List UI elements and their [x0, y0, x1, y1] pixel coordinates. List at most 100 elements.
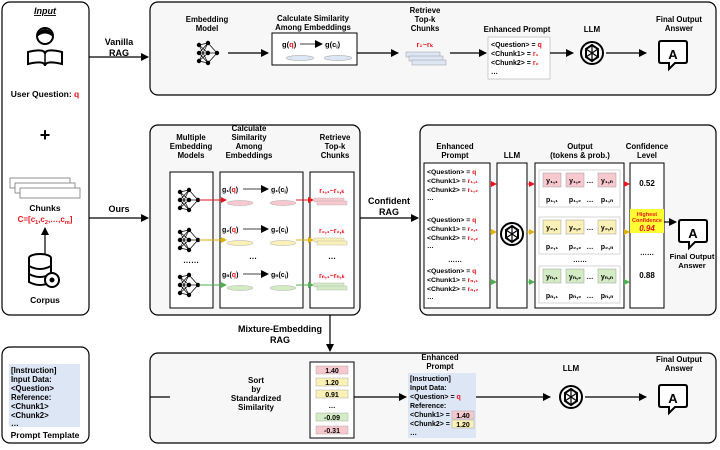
- answer-letter: A: [668, 391, 678, 406]
- vanilla-prompt-lines: <Question> = q <Chunk1> = r₁ <Chunk2> = …: [491, 42, 542, 76]
- answer-letter: A: [688, 226, 698, 241]
- prompt-line: <Chunk1> = r₁: [491, 51, 539, 58]
- svg-text:p₂,₂: p₂,₂: [569, 244, 581, 251]
- chunks-stack-icon: [9, 177, 81, 199]
- svg-text:…: …: [587, 178, 594, 185]
- mix-prompt-lines: [Instruction] Input Data: <Question> = q…: [410, 376, 475, 437]
- conf-llm-label: LLM: [504, 151, 521, 160]
- retrieve-dots: …: [328, 252, 336, 261]
- confidence-dots: ……: [640, 250, 654, 257]
- svg-text:…: …: [587, 197, 594, 204]
- svg-text:<Chunk1> = rₙ,₁: <Chunk1> = rₙ,₁: [427, 277, 478, 284]
- prompt-template-caption: Prompt Template: [11, 430, 80, 440]
- sorted-values: 1.40 1.20 0.91 … -0.09 -0.31: [315, 365, 349, 435]
- template-line: [Instruction]: [11, 366, 57, 375]
- enhanced-prompt-label: Enhanced Prompt: [484, 25, 551, 34]
- llm-label: LLM: [584, 25, 601, 34]
- svg-text:yₙ,₂: yₙ,₂: [569, 274, 581, 281]
- g-row-label: g₁(q): [222, 187, 238, 194]
- retrieved-range: r₁~rₖ: [417, 40, 434, 49]
- g-row-label: g₂(q): [222, 227, 238, 234]
- gc-text: g(ci): [325, 40, 341, 51]
- sorted-values-column: [309, 361, 355, 439]
- svg-text:Reference:: Reference:: [410, 403, 446, 410]
- r-row-label: rₙ,₁~rₙ,ₖ: [319, 273, 346, 280]
- svg-text:p₂,₁: p₂,₁: [546, 244, 558, 251]
- vanilla-rag-panel: [149, 1, 717, 96]
- svg-text:…: …: [587, 225, 594, 232]
- svg-text:<Question> = q: <Question> = q: [427, 217, 476, 224]
- svg-text:…: …: [427, 243, 434, 250]
- svg-text:…: …: [427, 195, 434, 202]
- svg-text:<Chunk1> =: <Chunk1> =: [410, 412, 450, 419]
- r-row-label: r₁,₁~r₁,ₖ: [319, 188, 345, 195]
- r-row-label: r₂,₁~r₂,ₖ: [319, 228, 346, 235]
- confidence-value-best: 0.94: [639, 224, 655, 233]
- svg-text:yₙ,₁: yₙ,₁: [546, 274, 558, 281]
- svg-text:pₙ,₂: pₙ,₂: [569, 293, 582, 300]
- template-line: <Chunk1>: [11, 402, 49, 411]
- svg-text:<Chunk2> = r₁,₂: <Chunk2> = r₁,₂: [427, 187, 478, 194]
- svg-text:<Question> = q: <Question> = q: [427, 169, 476, 176]
- svg-text:y₂,₂: y₂,₂: [569, 225, 581, 232]
- svg-text:<Chunk1> = r₁,₁: <Chunk1> = r₁,₁: [427, 178, 478, 185]
- database-icon: [28, 253, 60, 288]
- svg-text:y₁,₂: y₁,₂: [569, 178, 581, 185]
- prompt-line: <Question> = q: [491, 42, 542, 49]
- svg-text:Input Data:: Input Data:: [410, 385, 447, 392]
- conf-prompt-column: [423, 162, 491, 309]
- template-line: <Question>: [11, 384, 54, 393]
- confidence-value: 0.52: [639, 179, 655, 188]
- token-row: y₁,₁ y₁,₂ … y₁,ₙ p₁,₁ p₁,₂ … p₁,ₙ: [538, 169, 621, 208]
- svg-text:…: …: [587, 274, 594, 281]
- ours-label: Ours: [108, 204, 129, 214]
- plus-sign: +: [40, 125, 51, 145]
- gc-row-label: g₂(ci): [271, 227, 288, 236]
- svg-text:0.91: 0.91: [325, 392, 339, 399]
- svg-text:1.20: 1.20: [456, 422, 470, 429]
- conf-prompt-block: <Question> = q <Chunk1> = rₙ,₁ <Chunk2> …: [427, 268, 478, 301]
- prompt-line: <Chunk2> = r₂: [491, 60, 539, 67]
- svg-text:<Chunk2> = r₂,₂: <Chunk2> = r₂,₂: [427, 235, 478, 242]
- svg-text:<Question> = q: <Question> = q: [427, 268, 476, 275]
- mix-llm-label: LLM: [563, 364, 580, 373]
- similarity-dots: …: [249, 252, 257, 261]
- token-dots: ……: [573, 257, 587, 264]
- corpus-label: Corpus: [30, 295, 60, 305]
- svg-text:1.40: 1.40: [456, 413, 470, 420]
- token-row: y₂,₁ y₂,₂ … y₂,ₙ p₂,₁ p₂,₂ … p₂,ₙ: [538, 216, 621, 255]
- prompt-template-lines: [Instruction] Input Data: <Question> Ref…: [11, 366, 57, 428]
- svg-text:1.20: 1.20: [325, 380, 339, 387]
- svg-text:pₙ,₁: pₙ,₁: [546, 293, 558, 300]
- svg-text:y₂,ₙ: y₂,ₙ: [601, 225, 613, 232]
- svg-text:…: …: [329, 403, 336, 410]
- svg-text:<Chunk1> = r₂,₁: <Chunk1> = r₂,₁: [427, 226, 478, 233]
- svg-text:<Chunk2> = rₙ,₂: <Chunk2> = rₙ,₂: [427, 286, 478, 293]
- conf-prompt-block: <Question> = q <Chunk1> = r₁,₁ <Chunk2> …: [427, 169, 478, 202]
- input-title: Input: [34, 6, 57, 16]
- svg-text:p₁,₂: p₁,₂: [569, 197, 581, 204]
- svg-text:…: …: [587, 293, 594, 300]
- svg-text:p₂,ₙ: p₂,ₙ: [601, 244, 614, 251]
- user-reading-icon: [27, 27, 63, 67]
- svg-text:y₁,₁: y₁,₁: [546, 178, 558, 185]
- svg-text:…: …: [427, 294, 434, 301]
- svg-text:…: …: [410, 430, 417, 437]
- svg-text:yₙ,ₙ: yₙ,ₙ: [601, 274, 613, 281]
- highest-confidence-highlight: [630, 209, 664, 233]
- conf-level-column: [629, 162, 665, 309]
- confidence-value: 0.88: [639, 271, 655, 280]
- vanilla-prompt-box: [487, 36, 551, 80]
